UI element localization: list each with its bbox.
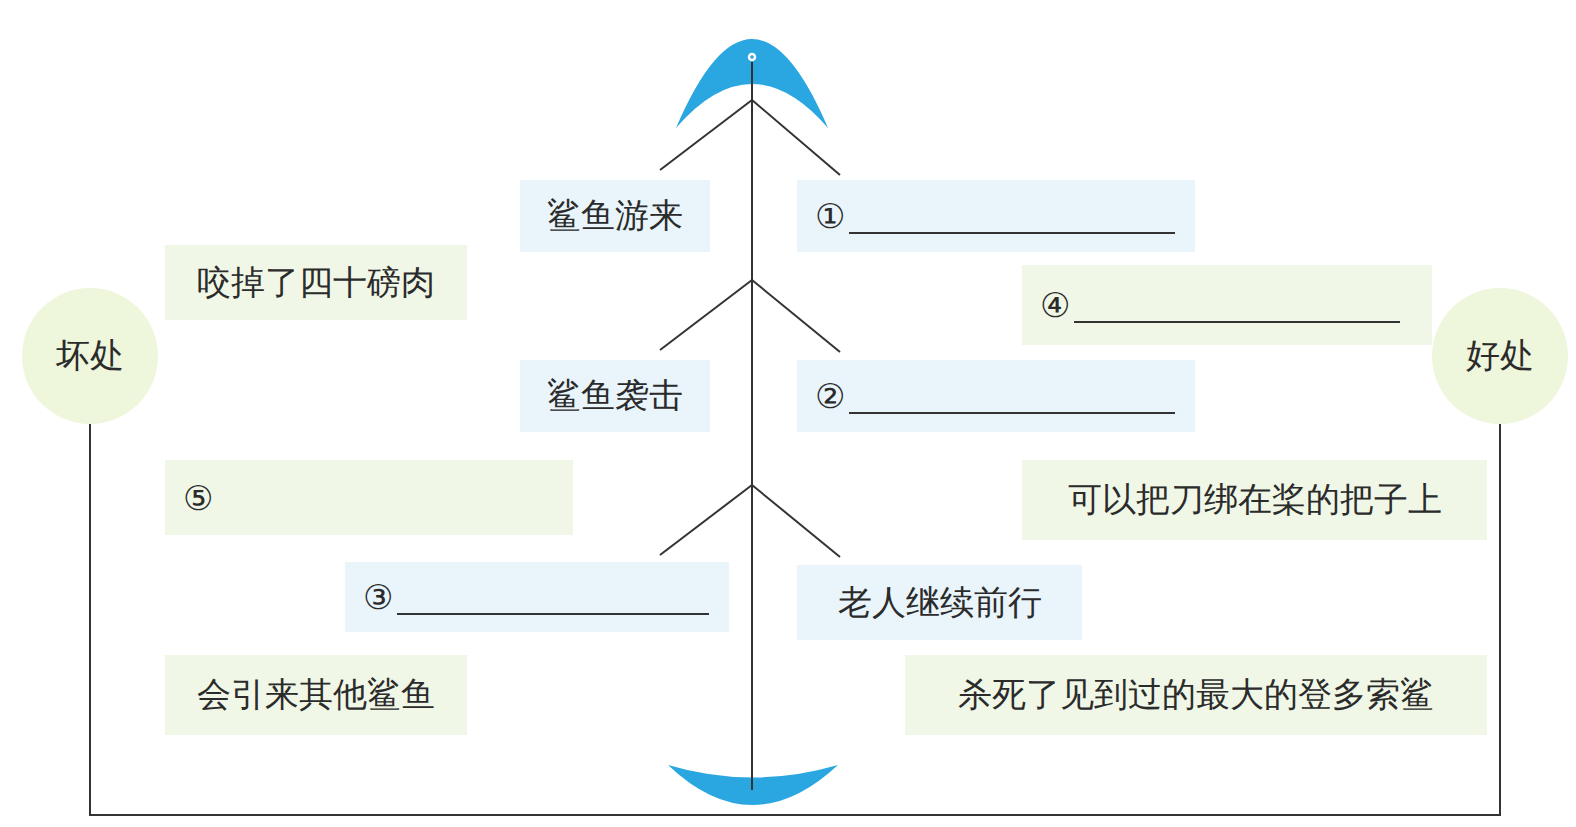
text-box: 咬掉了四十磅肉 [165,245,467,320]
crescent-dot-center [750,55,754,59]
answer-blank [849,198,1175,234]
category-circle: 好处 [1432,288,1568,424]
text-box: 鲨鱼游来 [520,180,710,252]
blank-box: ① [797,180,1195,252]
text-box: 鲨鱼袭击 [520,360,710,432]
answer-blank [397,579,709,615]
node-text: 鲨鱼袭击 [547,373,683,419]
node-text: 坏处 [56,333,124,379]
node-text: 咬掉了四十磅肉 [197,260,435,306]
blank-box: ④ [1022,265,1432,345]
text-box: 会引来其他鲨鱼 [165,655,467,735]
node-text: 会引来其他鲨鱼 [197,672,435,718]
node-text: ⑤ [183,478,213,518]
text-box: ⑤ [165,460,573,535]
category-circle: 坏处 [22,288,158,424]
answer-blank [1074,287,1400,323]
node-text: 杀死了见到过的最大的登多索鲨 [958,672,1434,718]
crescent-dot [747,52,757,62]
blank-box: ② [797,360,1195,432]
text-box: 杀死了见到过的最大的登多索鲨 [905,655,1487,735]
node-text: 鲨鱼游来 [547,193,683,239]
node-text: 好处 [1466,333,1534,379]
connector-line [90,424,1500,815]
node-text: 可以把刀绑在桨的把子上 [1068,477,1442,523]
answer-blank [849,378,1175,414]
blank-box: ③ [345,562,729,632]
text-box: 老人继续前行 [797,565,1082,640]
node-text: 老人继续前行 [838,580,1042,626]
text-box: 可以把刀绑在桨的把子上 [1022,460,1487,540]
callout-number: ② [815,376,845,416]
callout-number: ③ [363,577,393,617]
callout-number: ① [815,196,845,236]
callout-number: ④ [1040,285,1070,325]
